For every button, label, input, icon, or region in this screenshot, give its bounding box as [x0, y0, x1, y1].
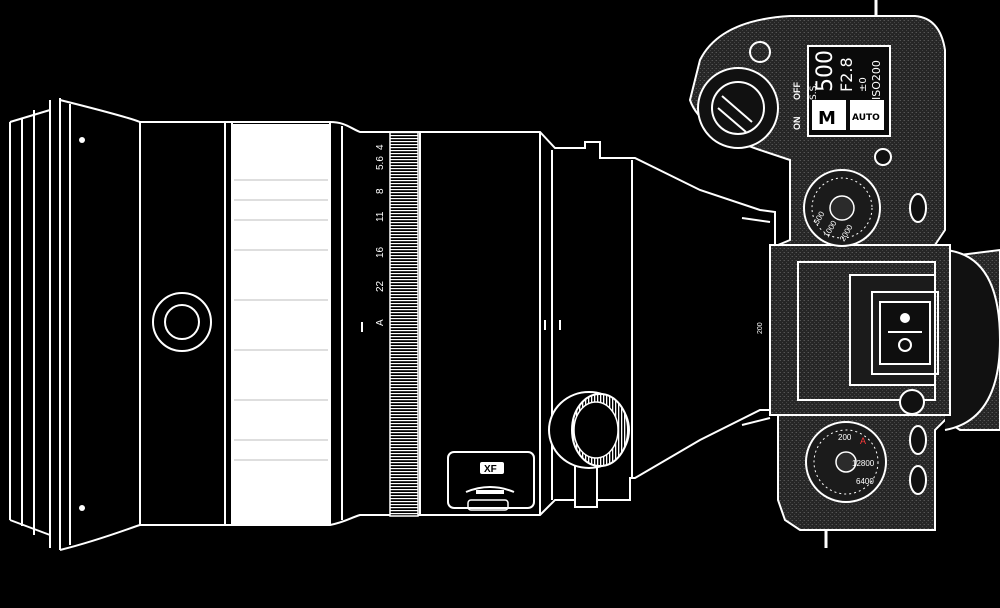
dial-side-label: 200	[757, 322, 764, 334]
aperture-label: 11	[375, 211, 386, 222]
top-lcd: S.S. 500 F2.8 ±0 ISO200 M AUTO	[807, 45, 891, 137]
iso-dial-accent: A	[860, 436, 866, 446]
aperture-label: 4	[375, 144, 386, 150]
iso-dial-label: 12800	[852, 459, 875, 468]
power-switch[interactable]: ON OFF	[792, 82, 802, 130]
hot-shoe-icon	[871, 291, 939, 375]
lcd-exposure-comp: ±0	[858, 77, 869, 92]
lcd-mode-auto: AUTO	[852, 113, 880, 123]
aperture-label: 5.6	[375, 156, 386, 170]
lcd-mode: M	[818, 108, 836, 129]
aperture-label: 16	[375, 246, 386, 258]
switch-icon[interactable]	[467, 499, 509, 511]
tripod-knob-icon[interactable]	[548, 391, 630, 508]
function-button[interactable]	[874, 148, 892, 166]
lcd-iso: ISO200	[870, 60, 883, 100]
lens-mount-ring-icon	[9, 98, 61, 550]
aperture-label: A	[375, 319, 386, 326]
lcd-aperture: F2.8	[837, 57, 856, 92]
power-off-label: OFF	[792, 82, 802, 100]
lcd-shutter: 500	[813, 50, 838, 92]
aperture-label: 22	[375, 280, 386, 292]
iso-dial-label: 6400	[856, 477, 874, 486]
svg-text:XF: XF	[484, 464, 497, 475]
aperture-scale: A 22 16 11 8 5.6 4	[375, 144, 386, 326]
lcd-shutter-prefix: S.S.	[809, 83, 819, 100]
iso-dial-label: 200	[838, 433, 852, 442]
xf-badge: XF	[447, 451, 535, 509]
power-on-label: ON	[792, 117, 802, 131]
focus-ring-icon	[232, 124, 330, 524]
aperture-label: 8	[375, 188, 386, 194]
aperture-ring[interactable]	[389, 131, 419, 517]
iso-dial[interactable]: 200 12800 6400 A	[805, 421, 887, 503]
viewfinder-eyecup	[697, 41, 779, 149]
shutter-speed-dial[interactable]: 500 1000 2000	[803, 169, 881, 247]
lens-button[interactable]	[152, 292, 212, 352]
shutter-button-icon[interactable]	[899, 389, 925, 415]
